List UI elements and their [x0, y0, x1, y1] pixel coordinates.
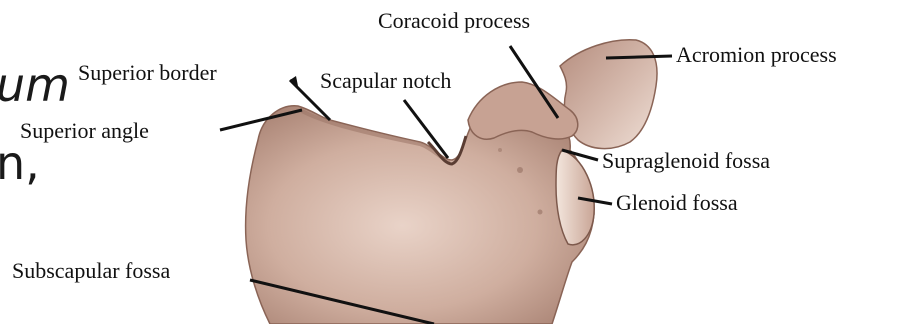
label-superior-border: Superior border [78, 62, 217, 84]
label-glenoid-fossa: Glenoid fossa [616, 192, 738, 214]
label-subscapular-fossa: Subscapular fossa [12, 260, 170, 282]
label-supraglenoid-fossa: Supraglenoid fossa [602, 150, 770, 172]
label-superior-angle: Superior angle [20, 120, 149, 142]
leader-acromion [606, 56, 672, 58]
label-scapular-notch: Scapular notch [320, 70, 451, 92]
glenoid-fossa-shape [556, 150, 594, 245]
label-coracoid-process: Coracoid process [378, 10, 530, 32]
coracoid-process-shape [468, 82, 578, 139]
label-acromion-process: Acromion process [676, 44, 837, 66]
